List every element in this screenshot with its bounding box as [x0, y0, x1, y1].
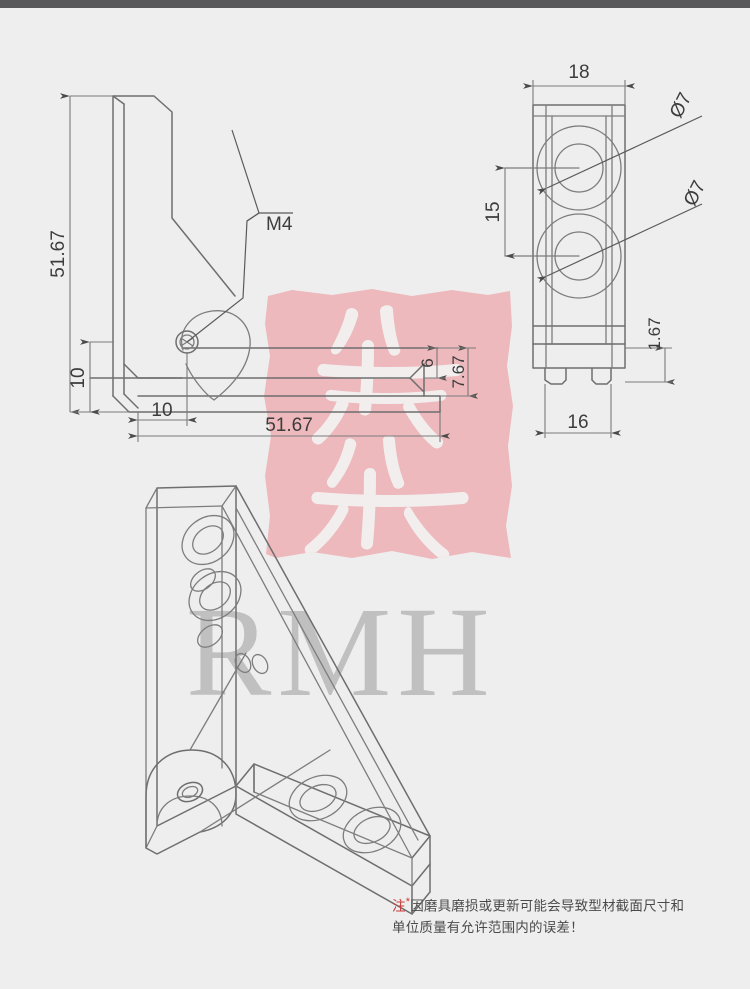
drawing-canvas: RMH .ol{fill:none;stroke:#6e6e6e;stroke-…	[0, 8, 750, 989]
dim-bore-bottom: Ø7	[680, 177, 710, 209]
dim-10-horizontal: 10	[151, 400, 172, 421]
dim-side-width: 18	[523, 62, 635, 105]
dim-front-height: 51.67	[48, 93, 129, 415]
dim-foot-height: 1.67	[625, 317, 675, 385]
dim-hole-offset: 10	[128, 352, 197, 426]
dim-base-thickness: 7.67	[440, 345, 478, 399]
front-view: M4	[89, 95, 441, 413]
dim-side-base-width: 16	[535, 384, 621, 438]
dim-6: 6	[418, 358, 437, 367]
note-asterisk: *	[405, 896, 411, 908]
note-prefix: 注	[392, 898, 406, 914]
dim-51-67-vertical: 51.67	[48, 230, 69, 278]
note-line-2: 单位质量有允许范围内的误差！	[392, 919, 584, 935]
dim-hole-height: 10	[68, 339, 113, 415]
dim-bore-top: Ø7	[666, 89, 696, 121]
dim-10-vertical: 10	[68, 367, 89, 388]
dim-hole-spacing: 15	[483, 165, 515, 259]
dim-18: 18	[568, 62, 589, 83]
isometric-view	[145, 485, 431, 915]
dim-16: 16	[567, 412, 588, 433]
side-view: Ø7 Ø7	[504, 89, 710, 385]
dim-7-67: 7.67	[449, 355, 468, 388]
dim-15: 15	[483, 201, 504, 222]
top-bar	[0, 0, 750, 8]
disclaimer-note: 注*因磨具磨损或更新可能会导致型材截面尺寸和 单位质量有允许范围内的误差！	[392, 892, 732, 938]
dim-m4: M4	[266, 214, 293, 235]
dim-front-length: 51.67	[128, 412, 450, 442]
dim-web-thickness: 6	[418, 345, 447, 381]
engineering-drawing: .ol{fill:none;stroke:#6e6e6e;stroke-widt…	[48, 62, 710, 915]
seal-watermark	[264, 289, 513, 559]
note-line-1: 因磨具磨损或更新可能会导致型材截面尺寸和	[410, 898, 685, 914]
dim-51-67-horizontal: 51.67	[265, 415, 313, 436]
dim-1-67: 1.67	[645, 317, 664, 350]
